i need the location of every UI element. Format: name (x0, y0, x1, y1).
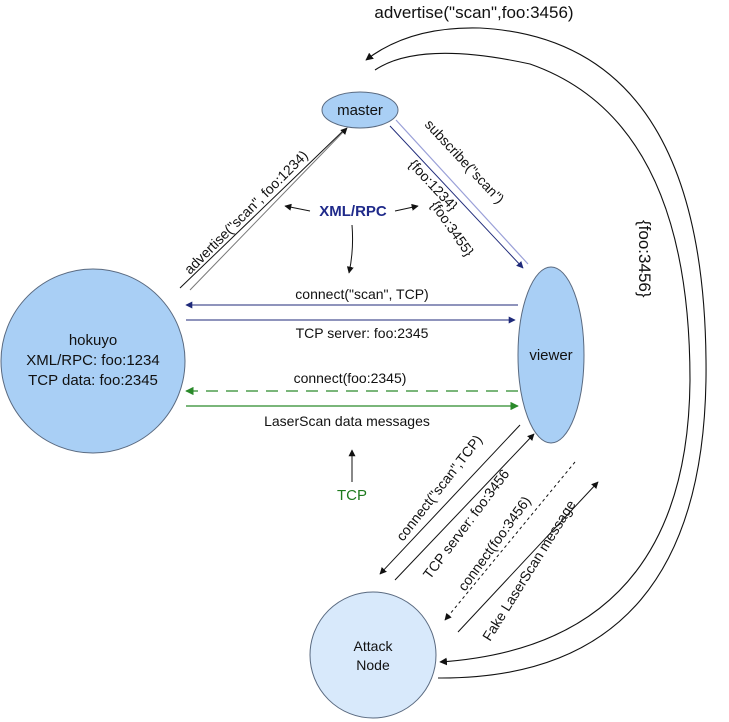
hokuyo-node-title: hokuyo (69, 332, 117, 349)
xmlrpc-indicator: XML/RPC (284, 203, 419, 274)
connect-scan-edge: connect("scan", TCP) (185, 286, 518, 309)
attack-advertise-edge: advertise("scan",foo:3456) (365, 3, 707, 679)
foo3456-reply-label: {foo:3456} (635, 220, 654, 298)
advertise-label: advertise("scan", foo:1234) (181, 147, 311, 277)
laserscan-edge: LaserScan data messages (186, 401, 519, 429)
laserscan-label: LaserScan data messages (264, 413, 430, 429)
attack-node: Attack Node (309, 591, 437, 719)
attack-node-title: Attack (354, 638, 394, 654)
connect-scan-label: connect("scan", TCP) (295, 286, 428, 302)
hokuyo-tcp-port: TCP data: foo:2345 (28, 372, 158, 389)
hokuyo-node: hokuyo XML/RPC: foo:1234 TCP data: foo:2… (0, 268, 186, 454)
connect-2345-label: connect(foo:2345) (294, 370, 407, 386)
master-node-label: master (337, 102, 383, 119)
foo3456-reply-edge: {foo:3456} (374, 52, 691, 666)
subscribe-edge: subscribe("scan") {foo:1234} {foo:3455} (389, 116, 529, 269)
attack-node-subtitle: Node (356, 657, 390, 673)
tcp-server-2345-edge: TCP server: foo:2345 (186, 316, 516, 341)
xmlrpc-label: XML/RPC (319, 203, 387, 220)
tcp-indicator: TCP (337, 449, 367, 504)
viewer-node-label: viewer (529, 347, 572, 364)
hokuyo-xmlrpc-port: XML/RPC: foo:1234 (26, 352, 159, 369)
viewer-node: viewer (517, 266, 585, 444)
master-node: master (321, 91, 399, 129)
fake-laserscan-label: Fake LaserScan message (479, 497, 579, 644)
tcp-server-2345-label: TCP server: foo:2345 (296, 325, 429, 341)
tcp-label: TCP (337, 487, 367, 504)
connect-2345-edge: connect(foo:2345) (185, 370, 518, 396)
attack-advertise-label: advertise("scan",foo:3456) (374, 3, 573, 22)
